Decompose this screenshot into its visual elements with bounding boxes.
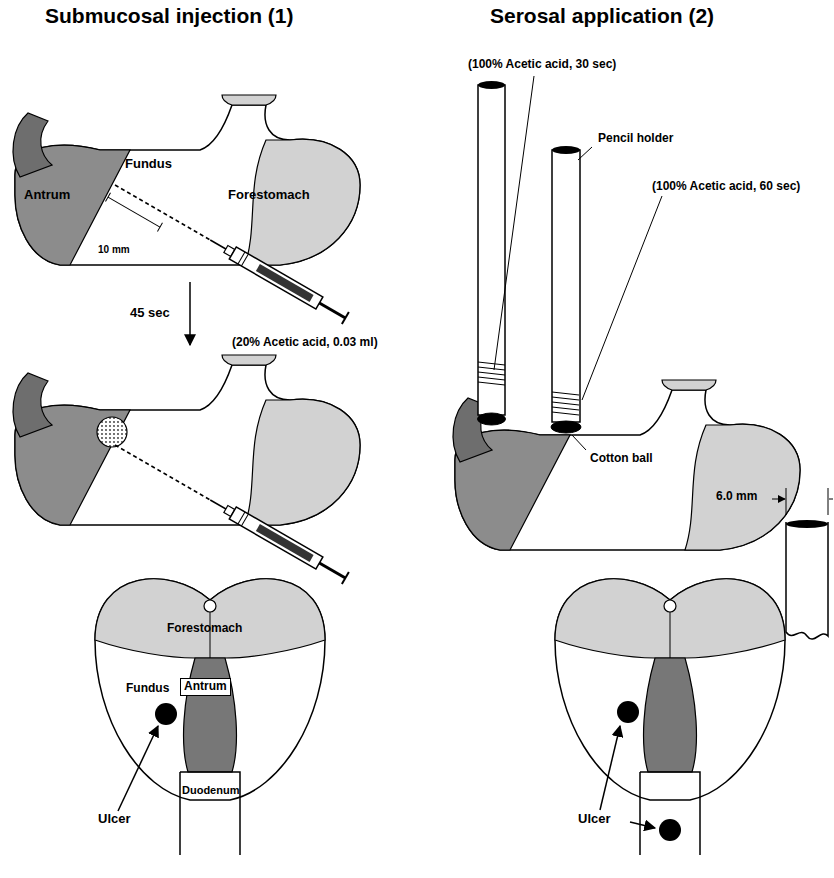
- callout-label: Ulcer: [98, 812, 131, 827]
- region-tag-box: Antrum: [180, 678, 231, 696]
- region-label: Antrum: [24, 188, 70, 203]
- region-label: Fundus: [125, 157, 172, 172]
- ulcer-spot: [659, 819, 681, 841]
- stomach-top-view: [95, 579, 325, 855]
- region-label: Forestomach: [228, 188, 310, 203]
- callout-label: (100% Acetic acid, 30 sec): [468, 58, 616, 72]
- stomach-top-view: [555, 579, 785, 855]
- pencil-holder: [551, 146, 581, 433]
- callout-label: (100% Acetic acid, 60 sec): [652, 180, 800, 194]
- region-label: Antrum: [184, 680, 227, 694]
- ulcer-spot: [155, 703, 177, 725]
- callout-label: Pencil holder: [598, 132, 673, 146]
- dimension-label: 10 mm: [98, 244, 130, 256]
- ulcer-spot: [617, 701, 639, 723]
- region-label: Fundus: [126, 682, 169, 696]
- panel-title: Submucosal injection (1): [45, 4, 294, 28]
- sequence-arrow: [189, 282, 191, 345]
- syringe: [112, 439, 349, 584]
- pencil-holder: [478, 81, 506, 425]
- dimension-label: 6.0 mm: [716, 490, 757, 504]
- ulcer-arrow: [600, 726, 620, 810]
- syringe: [112, 179, 349, 324]
- stomach-side-view: [13, 95, 360, 265]
- callout-label: (20% Acetic acid, 0.03 ml): [232, 336, 378, 350]
- region-label: Duodenum: [182, 784, 239, 797]
- stomach-side-view: [13, 355, 360, 525]
- panel-title: Serosal application (2): [490, 4, 714, 28]
- dimension-bracket: [106, 193, 163, 232]
- acid-bleb: [97, 417, 127, 447]
- callout-label: Cotton ball: [590, 452, 653, 466]
- ulcer-arrow: [630, 822, 655, 828]
- region-label: Forestomach: [167, 622, 242, 636]
- callout-label: Ulcer: [578, 812, 611, 827]
- ulcer-arrow: [118, 726, 158, 811]
- time-label: 45 sec: [130, 306, 170, 321]
